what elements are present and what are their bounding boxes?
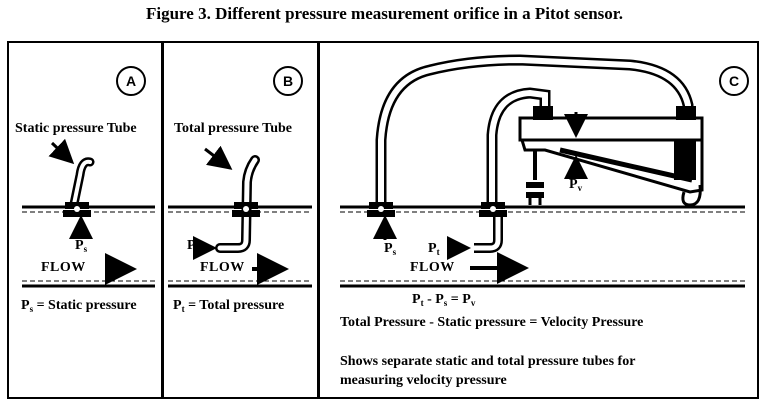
panel-a-flow-label: FLOW	[41, 260, 86, 275]
panel-c-description-line1: Shows separate static and total pressure…	[340, 354, 636, 369]
panel-b-flow-label: FLOW	[200, 260, 245, 275]
figure-title: Figure 3. Different pressure measurement…	[145, 4, 624, 23]
panel-c-pt-p: P	[428, 241, 437, 256]
panel-c-static-hose	[375, 54, 694, 205]
panel-c-fittings	[367, 202, 507, 217]
panel-c-eq-s1: t	[420, 298, 424, 308]
panel-a-tube-label: Static pressure Tube	[15, 121, 137, 136]
panel-c-eq-minus: - P	[423, 292, 444, 307]
panel-b-total-tube	[215, 155, 260, 253]
panel-b-caption: Pt = Total pressure	[173, 298, 284, 314]
panel-a-caption-text: = Static pressure	[36, 298, 137, 313]
panel-c-equation-symbols: Pt - Ps = Pv	[412, 292, 475, 308]
panel-c-ps-p: P	[384, 241, 393, 256]
panel-b-tube-label: Total pressure Tube	[174, 121, 293, 136]
panel-c-ps-label: Ps	[384, 241, 396, 257]
panel-b-pt-p: P	[187, 238, 196, 253]
divider-ab	[161, 41, 164, 399]
panel-c-description-line2: measuring velocity pressure	[340, 373, 507, 388]
panel-c-pv-p: P	[569, 177, 578, 192]
divider-bc	[317, 41, 320, 399]
panel-c-eq-s2: s	[443, 298, 448, 308]
panel-a-caption-p: P	[21, 298, 30, 313]
panel-c-pt-label: Pt	[428, 241, 440, 257]
panel-a-pointer-arrow	[48, 138, 75, 165]
panel-c-equation-text: Total Pressure - Static pressure = Veloc…	[340, 315, 644, 330]
panel-a-ps-sub: s	[83, 244, 88, 254]
figure-frame	[7, 41, 759, 399]
panel-c-pv-sub: v	[577, 183, 583, 193]
panel-a-caption: Ps = Static pressure	[21, 298, 137, 314]
panel-c-pt-sub: t	[436, 247, 440, 257]
panel-c-total-hose	[474, 87, 551, 253]
panel-b-pointer-arrow	[204, 145, 233, 170]
panel-c-eq-equals: = P	[447, 292, 471, 307]
panel-c-eq-p1: P	[412, 292, 421, 307]
panel-c-eq-s3: v	[470, 298, 476, 308]
panel-a-ps-label: Ps	[75, 238, 87, 254]
panel-b-caption-text: = Total pressure	[188, 298, 285, 313]
panel-a-badge: A	[116, 66, 146, 96]
panel-c-pipe	[340, 205, 745, 288]
panel-b-caption-sub: t	[181, 304, 185, 314]
panel-c-ps-sub: s	[392, 247, 397, 257]
panel-c-badge: C	[719, 66, 749, 96]
panel-a-ps-p: P	[75, 238, 84, 253]
panel-a-static-tube	[63, 157, 95, 217]
panel-b-caption-p: P	[173, 298, 182, 313]
panel-b-badge: B	[273, 66, 303, 96]
panel-c-pv-label: Pv	[569, 177, 582, 193]
panel-c-manometer	[518, 106, 704, 207]
panel-b-pt-label: Pt	[187, 238, 199, 254]
panel-a-caption-sub: s	[29, 304, 34, 314]
panel-c-flow-label: FLOW	[410, 260, 455, 275]
panel-b-pt-sub: t	[195, 244, 199, 254]
